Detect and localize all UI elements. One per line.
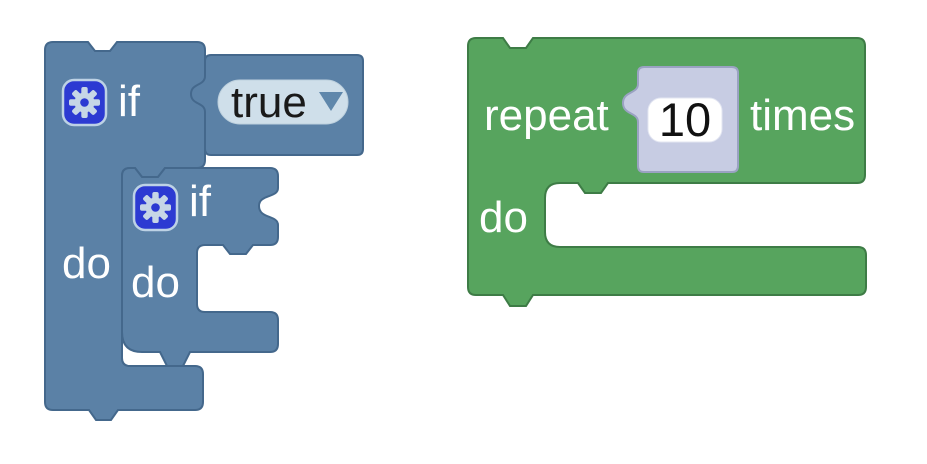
gear-hole bbox=[151, 203, 160, 212]
mutator-gear-button[interactable] bbox=[132, 183, 179, 232]
repeat-count-shadow-block[interactable]: 10 bbox=[621, 66, 739, 173]
outer-if-block-body[interactable] bbox=[44, 41, 206, 421]
true-dropdown-value[interactable]: true bbox=[231, 78, 307, 127]
repeat-count-field[interactable] bbox=[647, 97, 723, 143]
nested-do-label: do bbox=[131, 258, 180, 307]
times-label: times bbox=[750, 91, 855, 140]
nested-if-label: if bbox=[189, 177, 212, 226]
condition-true-block[interactable]: true bbox=[189, 54, 364, 156]
outer-do-label: do bbox=[62, 239, 111, 288]
chevron-down-icon[interactable] bbox=[319, 92, 343, 111]
repeat-label: repeat bbox=[484, 91, 609, 140]
gear-hole bbox=[80, 98, 89, 107]
outer-if-block[interactable]: if do bbox=[44, 41, 206, 421]
true-dropdown[interactable] bbox=[217, 79, 349, 125]
repeat-count-value[interactable]: 10 bbox=[659, 93, 711, 146]
mutator-gear-button[interactable] bbox=[61, 78, 108, 127]
repeat-do-label: do bbox=[479, 193, 528, 242]
repeat-block[interactable]: 10 repeat times do bbox=[467, 37, 867, 307]
gear-icon bbox=[140, 192, 171, 223]
outer-if-label: if bbox=[118, 77, 141, 126]
nested-if-block[interactable]: if do bbox=[121, 167, 279, 367]
